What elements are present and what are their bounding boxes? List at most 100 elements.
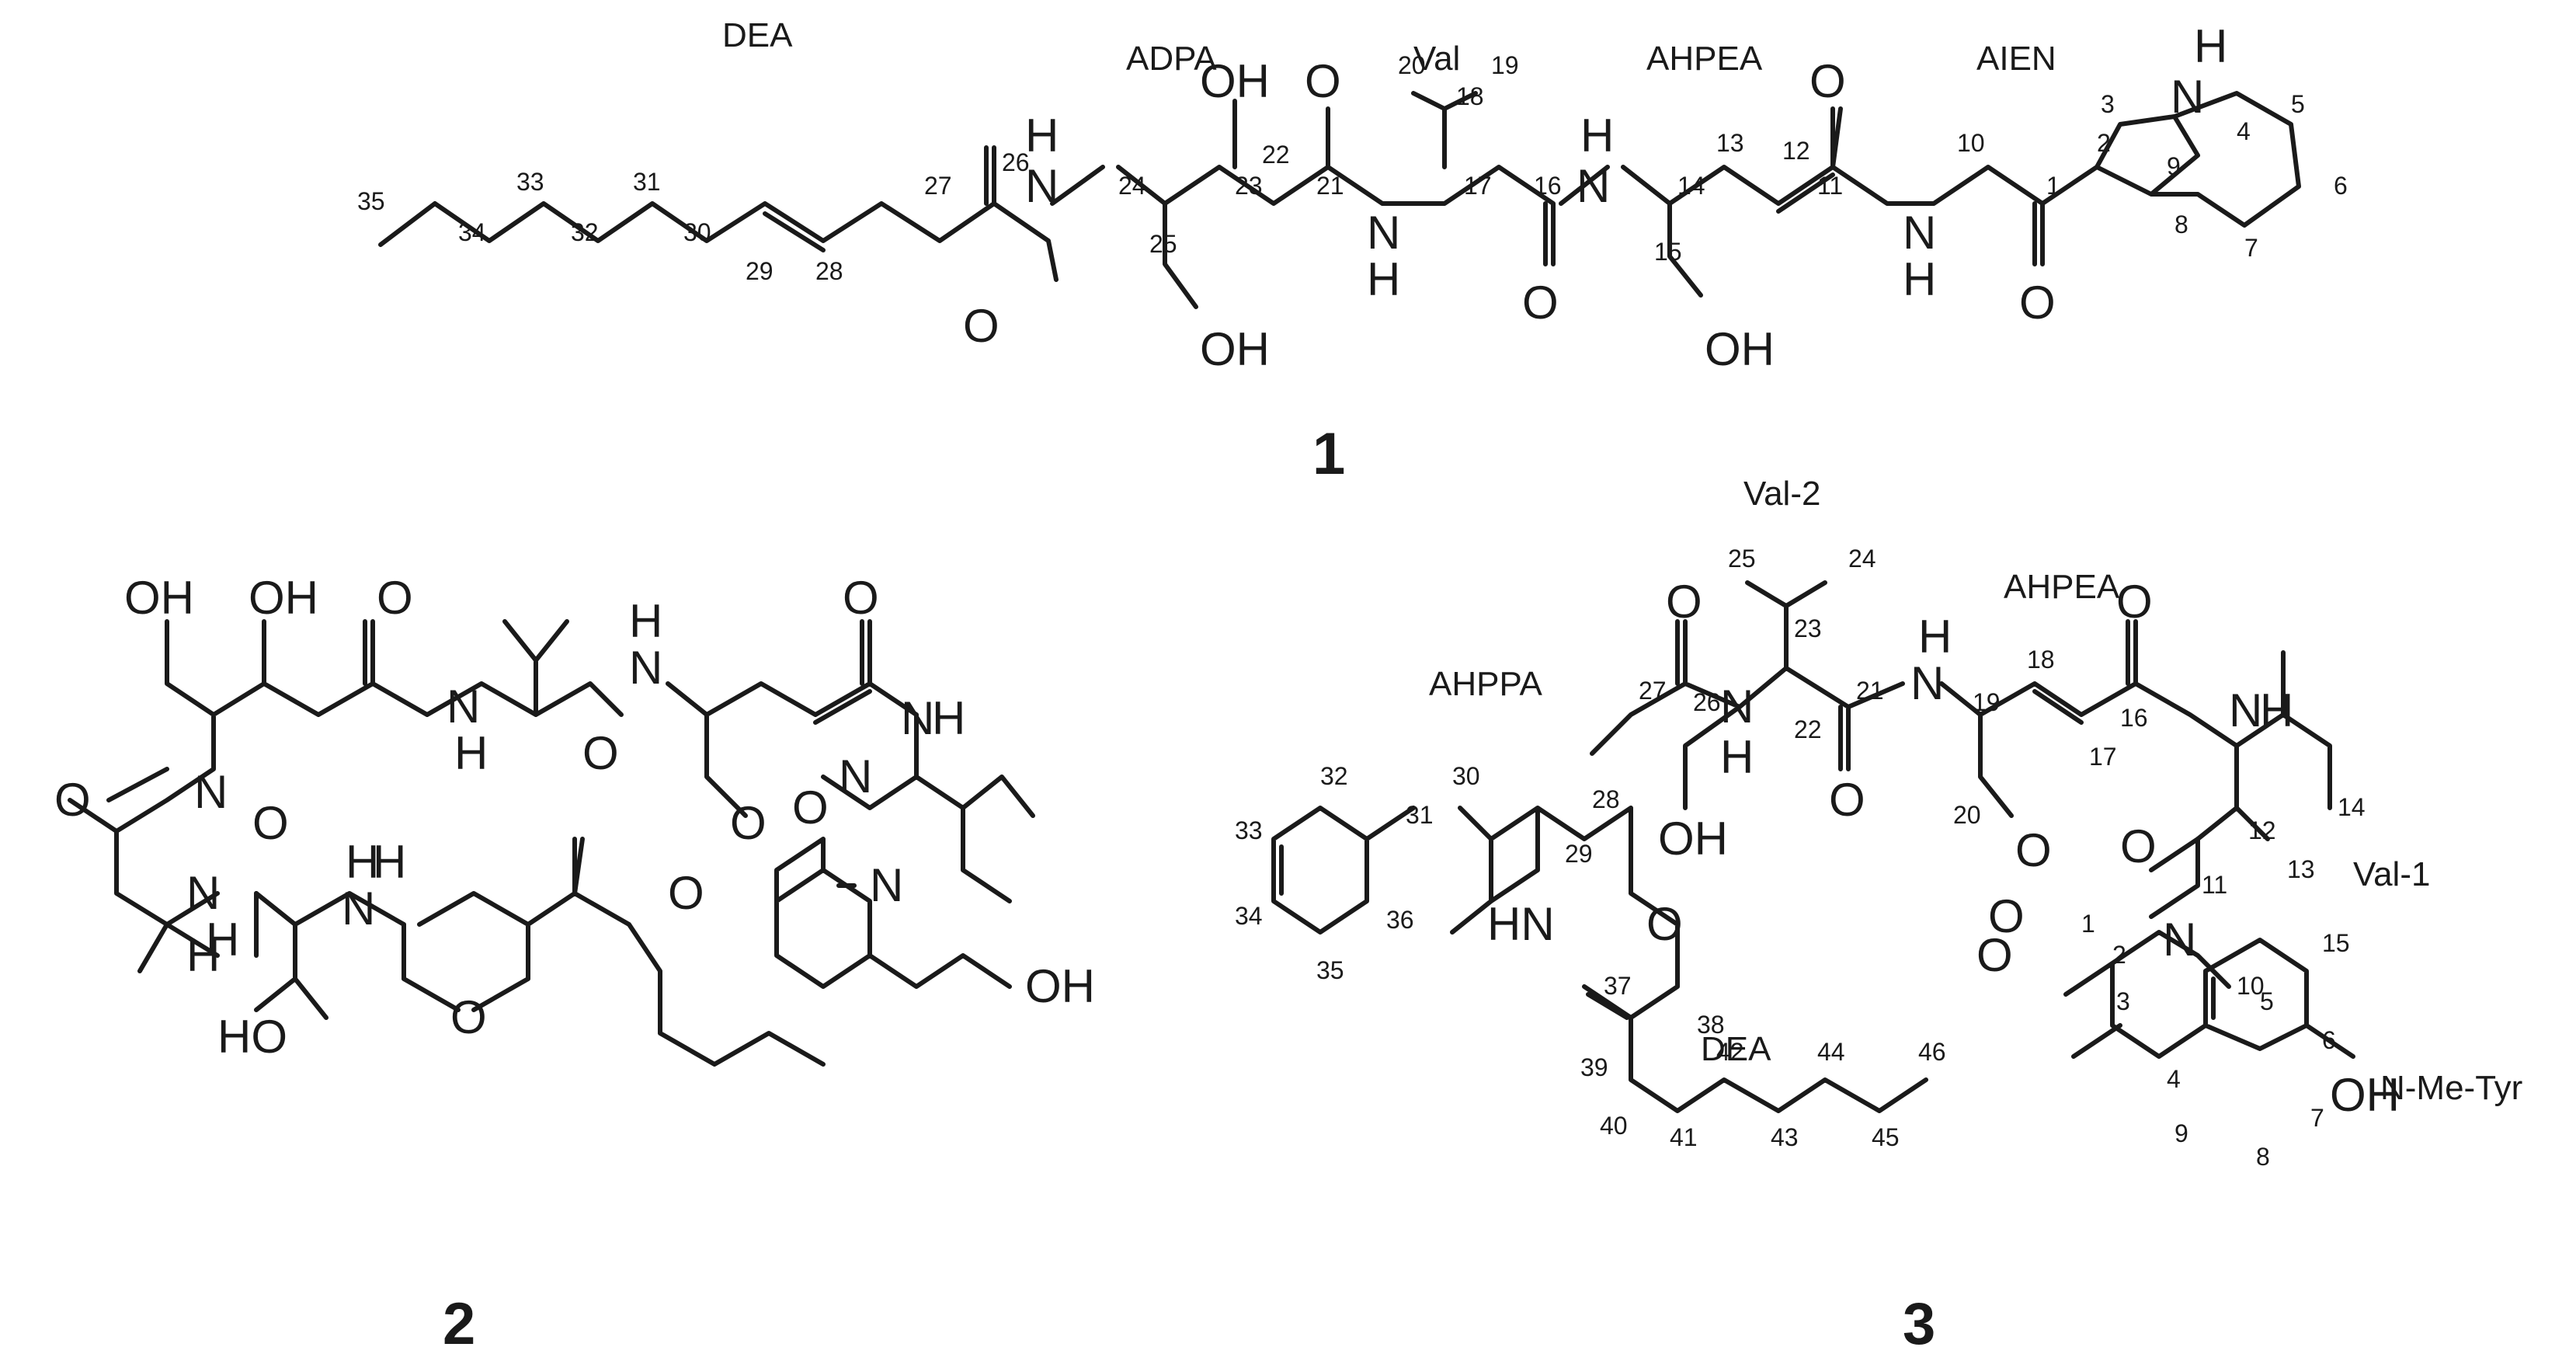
unit-label-val: Val — [1413, 40, 1460, 78]
c2-o-f: O — [450, 991, 487, 1043]
c1-num-33: 33 — [516, 168, 544, 196]
c3-num-30: 30 — [1452, 762, 1480, 790]
c3-num-31: 31 — [1406, 801, 1434, 829]
c3-num-4: 4 — [2167, 1065, 2181, 1093]
c1-oh-23: OH — [1200, 55, 1270, 107]
c2-h-a: H — [454, 727, 488, 779]
c1-indole-n: N — [2171, 71, 2204, 123]
c3-h-12: H — [2260, 684, 2293, 736]
c3-num-10: 10 — [2237, 972, 2265, 1000]
compound-1-bonds — [378, 91, 2301, 309]
c3-num-34: 34 — [1235, 902, 1263, 930]
c2-o-b: O — [582, 727, 619, 779]
c1-n-10: N — [1903, 207, 1936, 259]
c3-num-8: 8 — [2256, 1143, 2270, 1171]
c2-o-g: O — [792, 781, 829, 834]
c3-num-19: 19 — [1973, 688, 2001, 716]
c1-num-2: 2 — [2097, 129, 2111, 157]
c1-num-30: 30 — [683, 218, 711, 246]
c3-n-10: N — [2163, 914, 2196, 966]
c2-n-b: N — [194, 766, 228, 818]
unit-label-dea-3: DEA — [1701, 1030, 1771, 1068]
compound-1-atom-numbers: 1 2 3 4 5 6 7 8 9 10 11 12 13 14 15 16 1… — [357, 51, 2348, 285]
c2-o-a: O — [377, 572, 413, 624]
c3-num-5: 5 — [2260, 987, 2274, 1015]
c1-num-4: 4 — [2237, 117, 2251, 145]
c1-oh-15: OH — [1705, 323, 1775, 375]
compound-id-2: 2 — [443, 1291, 475, 1357]
c3-num-37: 37 — [1604, 972, 1632, 1000]
c1-num-13: 13 — [1716, 129, 1744, 157]
c1-num-18: 18 — [1456, 82, 1484, 110]
compound-3-structure: Val-2 AHPEA AHPPA Val-1 DEA N-Me-Tyr O N… — [1235, 475, 2522, 1357]
c1-num-20: 20 — [1398, 51, 1426, 79]
c1-num-16: 16 — [1534, 172, 1562, 200]
c3-o-37: O — [1646, 898, 1683, 950]
c2-o-h: O — [730, 797, 767, 849]
c2-n-c: N — [629, 642, 662, 694]
c1-num-11: 11 — [1817, 172, 1843, 200]
c3-num-43: 43 — [1771, 1123, 1799, 1151]
compound-2-structure: OH OH O H N N H O H N O H N O N H O H N … — [54, 572, 1095, 1357]
compound-2-double-bonds — [106, 619, 872, 958]
c1-num-15: 15 — [1654, 238, 1682, 266]
c3-num-12: 12 — [2248, 816, 2276, 844]
c1-n-17: N — [1367, 207, 1400, 259]
c1-o-1: O — [2019, 277, 2056, 329]
c3-num-1: 1 — [2081, 910, 2095, 938]
c3-h-22: H — [1720, 731, 1754, 783]
c3-num-11: 11 — [2202, 871, 2227, 899]
c1-num-26: 26 — [1002, 148, 1030, 176]
c1-num-3: 3 — [2101, 90, 2115, 118]
c3-num-38: 38 — [1697, 1011, 1725, 1039]
compound-2-bonds — [68, 619, 1035, 1067]
c3-o-11: O — [2120, 820, 2157, 872]
c1-num-6: 6 — [2334, 172, 2348, 200]
c2-n-d: N — [901, 692, 934, 744]
c2-n-g: N — [839, 750, 872, 802]
unit-label-aien: AIEN — [1976, 40, 2056, 78]
c2-h-f: H — [186, 929, 220, 981]
c1-num-23: 23 — [1235, 172, 1263, 200]
c3-num-40: 40 — [1600, 1112, 1628, 1140]
c1-num-12: 12 — [1782, 137, 1810, 165]
c2-o-d: O — [54, 774, 91, 826]
compound-3-double-bonds — [1279, 619, 2216, 1059]
unit-label-adpa: ADPA — [1126, 40, 1217, 78]
c3-num-29: 29 — [1565, 840, 1593, 868]
c3-num-35: 35 — [1316, 956, 1344, 984]
c1-num-9: 9 — [2167, 152, 2181, 180]
c3-oh-7: OH — [2330, 1069, 2400, 1121]
unit-label-nmetyr: N-Me-Tyr — [2380, 1069, 2522, 1107]
c3-num-20: 20 — [1953, 801, 1981, 829]
c3-num-13: 13 — [2287, 855, 2315, 883]
unit-label-val-2: Val-2 — [1743, 475, 1820, 513]
c1-o-11: O — [1809, 55, 1846, 107]
c1-num-5: 5 — [2291, 90, 2305, 118]
c3-num-3: 3 — [2116, 987, 2130, 1015]
c3-num-42: 42 — [1716, 1038, 1744, 1066]
c3-num-14: 14 — [2338, 793, 2366, 821]
c3-num-22: 22 — [1794, 715, 1822, 743]
c3-num-39: 39 — [1580, 1053, 1608, 1081]
c1-num-1: 1 — [2046, 172, 2060, 200]
c1-o-16: O — [1522, 277, 1559, 329]
c2-o-i: O — [668, 867, 704, 919]
c3-o-1: O — [1976, 929, 2013, 981]
c3-oh-28: OH — [1658, 813, 1728, 865]
c2-o-e: O — [252, 797, 289, 849]
c2-n-e: N — [186, 867, 220, 919]
c1-num-14: 14 — [1677, 172, 1705, 200]
c1-num-24: 24 — [1118, 172, 1146, 200]
c3-n-19: N — [1910, 657, 1944, 709]
c2-n-h: N — [870, 859, 903, 911]
c1-h-17: H — [1367, 253, 1400, 305]
c2-oh-a: OH — [124, 572, 194, 624]
c2-oh-b: OH — [249, 572, 318, 624]
c3-num-44: 44 — [1817, 1038, 1845, 1066]
c2-oh-tyr: OH — [1025, 960, 1095, 1012]
c1-num-28: 28 — [815, 257, 843, 285]
c3-num-7: 7 — [2310, 1104, 2324, 1132]
c3-num-2: 2 — [2112, 941, 2126, 969]
